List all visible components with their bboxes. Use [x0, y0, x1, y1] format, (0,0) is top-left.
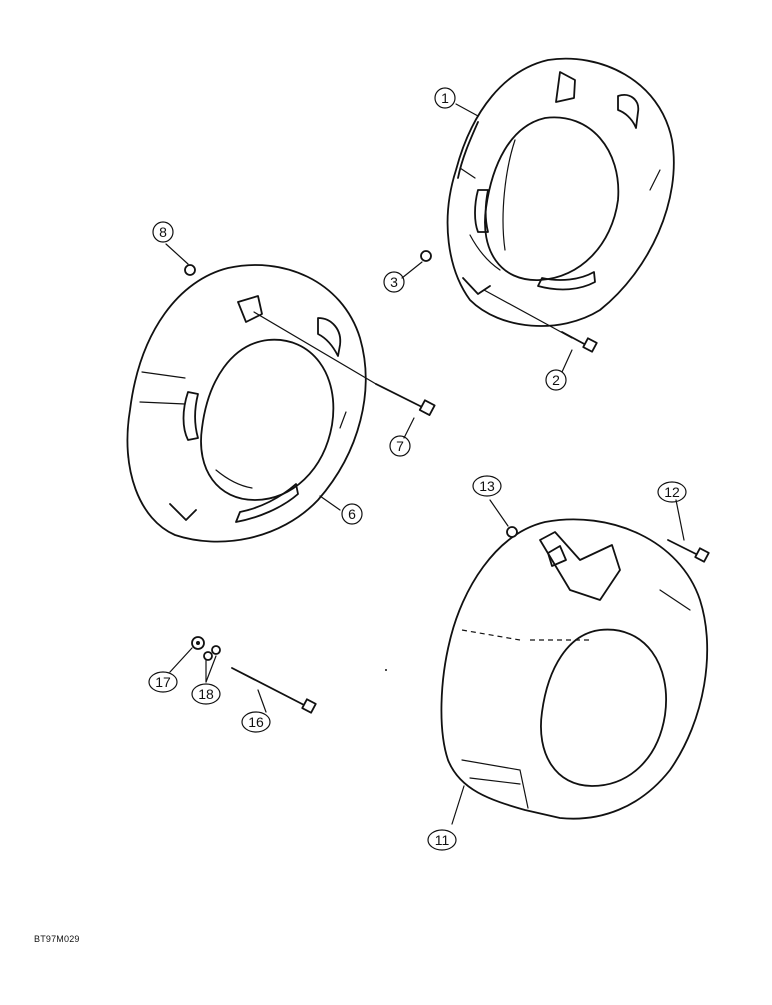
- callout-label-1: 1: [441, 90, 449, 106]
- callout-17: 17: [148, 671, 178, 693]
- callout-label-16: 16: [248, 714, 264, 730]
- callout-12: 12: [657, 481, 687, 503]
- nut-part-17: [191, 636, 205, 650]
- wheel-weight-part-1: [446, 57, 675, 327]
- callout-18: 18: [191, 683, 221, 705]
- callout-label-17: 17: [155, 674, 171, 690]
- wheel-weight-part-11: [440, 518, 709, 820]
- wheel-weight-part-6: [126, 264, 367, 543]
- callout-label-18: 18: [198, 686, 214, 702]
- callout-2: 2: [545, 369, 567, 391]
- callout-1: 1: [434, 87, 456, 109]
- nut-part-8: [184, 264, 196, 276]
- callout-13: 13: [472, 475, 502, 497]
- stray-dot: [385, 669, 387, 671]
- figure-id-label: BT97M029: [34, 934, 80, 944]
- nut-part-13: [506, 526, 518, 538]
- callout-16: 16: [241, 711, 271, 733]
- bolt-part-7: [253, 311, 436, 417]
- callout-label-12: 12: [664, 484, 680, 500]
- callout-3: 3: [383, 271, 405, 293]
- callouts: 1 2 3 6 7 8 11 12: [148, 87, 687, 851]
- callout-label-11: 11: [435, 832, 450, 848]
- bolt-part-2: [483, 289, 598, 353]
- callout-8: 8: [152, 221, 174, 243]
- callout-7: 7: [389, 435, 411, 457]
- callout-label-2: 2: [552, 372, 560, 388]
- nut-part-3: [420, 250, 432, 262]
- callout-label-13: 13: [479, 478, 495, 494]
- callout-label-6: 6: [348, 506, 356, 522]
- callout-label-3: 3: [390, 274, 398, 290]
- callout-6: 6: [341, 503, 363, 525]
- washer-part-18: [203, 645, 221, 661]
- callout-11: 11: [427, 829, 457, 851]
- bolt-part-12: [667, 539, 710, 563]
- leader-lines: [165, 103, 685, 825]
- callout-label-7: 7: [396, 438, 404, 454]
- bolt-part-16: [231, 667, 317, 714]
- callout-label-8: 8: [159, 224, 167, 240]
